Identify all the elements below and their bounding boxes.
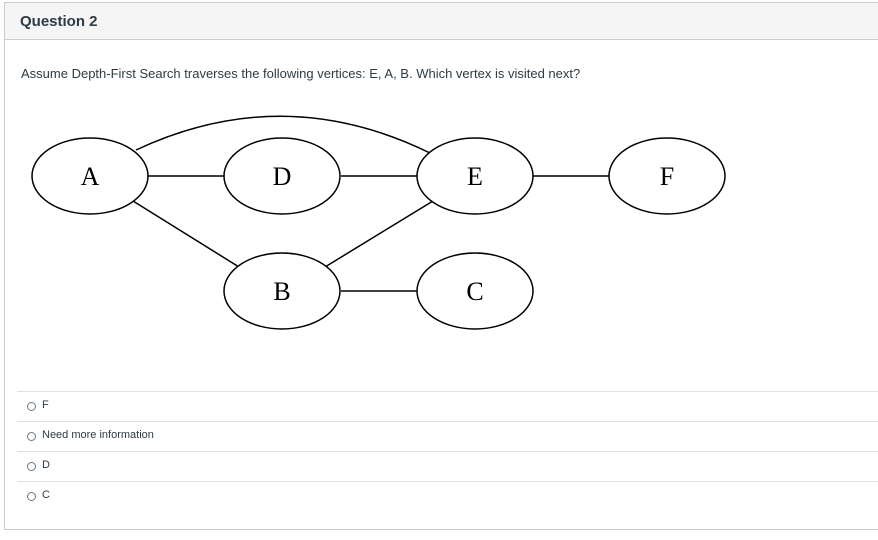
node-f: F [608, 137, 726, 215]
question-header: Question 2 [5, 3, 878, 40]
node-b-label: B [273, 277, 290, 306]
node-d: D [223, 137, 341, 215]
node-e: E [416, 137, 534, 215]
node-f-label: F [660, 162, 674, 191]
question-text: Assume Depth-First Search traverses the … [21, 66, 581, 81]
question-title: Question 2 [20, 13, 98, 30]
edge-a-e [135, 115, 431, 154]
answer-option[interactable]: F [17, 391, 878, 421]
radio-button[interactable] [27, 462, 36, 471]
answer-label[interactable]: D [42, 459, 50, 471]
answer-list: F Need more information D C [17, 391, 878, 511]
edge-b-e [324, 200, 434, 268]
node-c: C [416, 252, 534, 330]
answer-option[interactable]: Need more information [17, 421, 878, 451]
answer-label[interactable]: Need more information [42, 429, 154, 441]
node-a-label: A [81, 162, 100, 191]
answer-option[interactable]: D [17, 451, 878, 481]
node-c-label: C [466, 277, 483, 306]
graph-diagram: A D E F B C [31, 115, 726, 330]
node-d-label: D [273, 162, 292, 191]
radio-button[interactable] [27, 492, 36, 501]
answer-label[interactable]: F [42, 399, 49, 411]
answer-label[interactable]: C [42, 489, 50, 501]
edge-a-b [132, 200, 240, 268]
node-b: B [223, 252, 341, 330]
answer-option[interactable]: C [17, 481, 878, 511]
question-card: Question 2 Assume Depth-First Search tra… [4, 2, 878, 530]
radio-button[interactable] [27, 402, 36, 411]
radio-button[interactable] [27, 432, 36, 441]
node-e-label: E [467, 162, 483, 191]
node-a: A [31, 137, 149, 215]
